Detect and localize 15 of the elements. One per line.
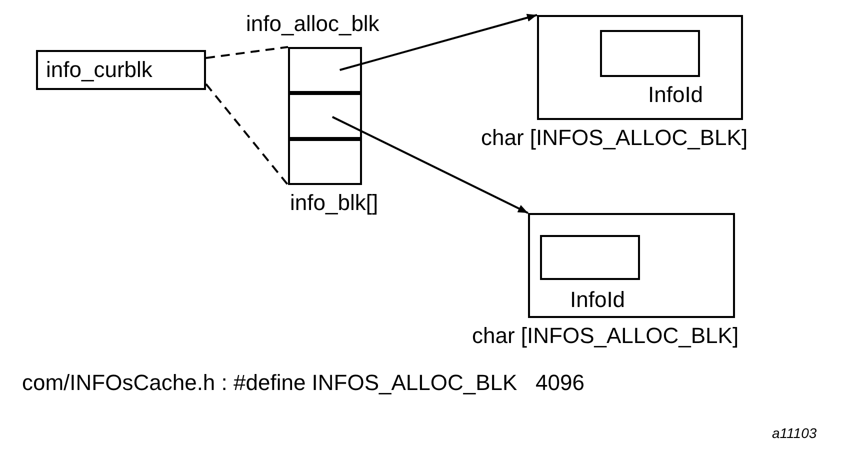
array-caption: info_blk[] bbox=[290, 190, 378, 216]
array-slot bbox=[288, 93, 362, 139]
variable-box bbox=[36, 50, 206, 90]
array-name: info_alloc_blk bbox=[246, 11, 380, 37]
field-name: InfoId bbox=[648, 82, 704, 108]
field-name: InfoId bbox=[570, 287, 626, 313]
figure-id: a11103 bbox=[772, 424, 817, 443]
type-caption: char [INFOS_ALLOC_BLK] bbox=[472, 323, 739, 349]
dashed-line bbox=[206, 46, 288, 59]
variable-name: info_curblk bbox=[46, 57, 152, 83]
pointer-arrow bbox=[340, 14, 538, 71]
type-caption: char [INFOS_ALLOC_BLK] bbox=[481, 125, 748, 151]
note-text: com/INFOsCache.h : #define INFOS_ALLOC_BLK 4096 bbox=[22, 370, 584, 396]
pointer-arrow bbox=[332, 116, 528, 214]
dashed-line bbox=[205, 83, 289, 186]
